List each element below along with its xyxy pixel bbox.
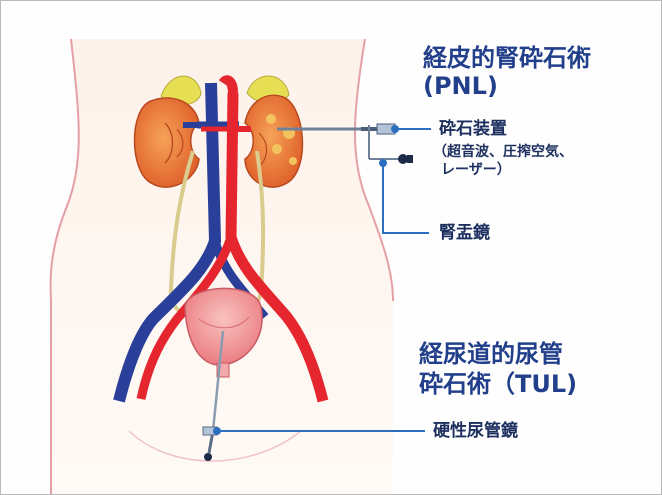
nephroscope-label: 腎盂鏡 (439, 223, 490, 243)
right-kidney (245, 95, 302, 187)
left-kidney (135, 98, 200, 187)
lithotripter-label: 砕石装置 (439, 119, 507, 139)
rigid-ureteroscope-label: 硬性尿管鏡 (433, 421, 518, 441)
lithotripter-types-line1: （超音波、圧搾空気、 (433, 143, 573, 161)
tul-title-line2: 砕石術（TUL) (419, 371, 577, 397)
lithotripter-types-line2: レーザー） (441, 161, 511, 179)
pnl-abbreviation: (PNL) (423, 73, 498, 99)
tul-title-line1: 経尿道的尿管 (419, 341, 563, 367)
pnl-title: 経皮的腎砕石術 (423, 45, 591, 71)
